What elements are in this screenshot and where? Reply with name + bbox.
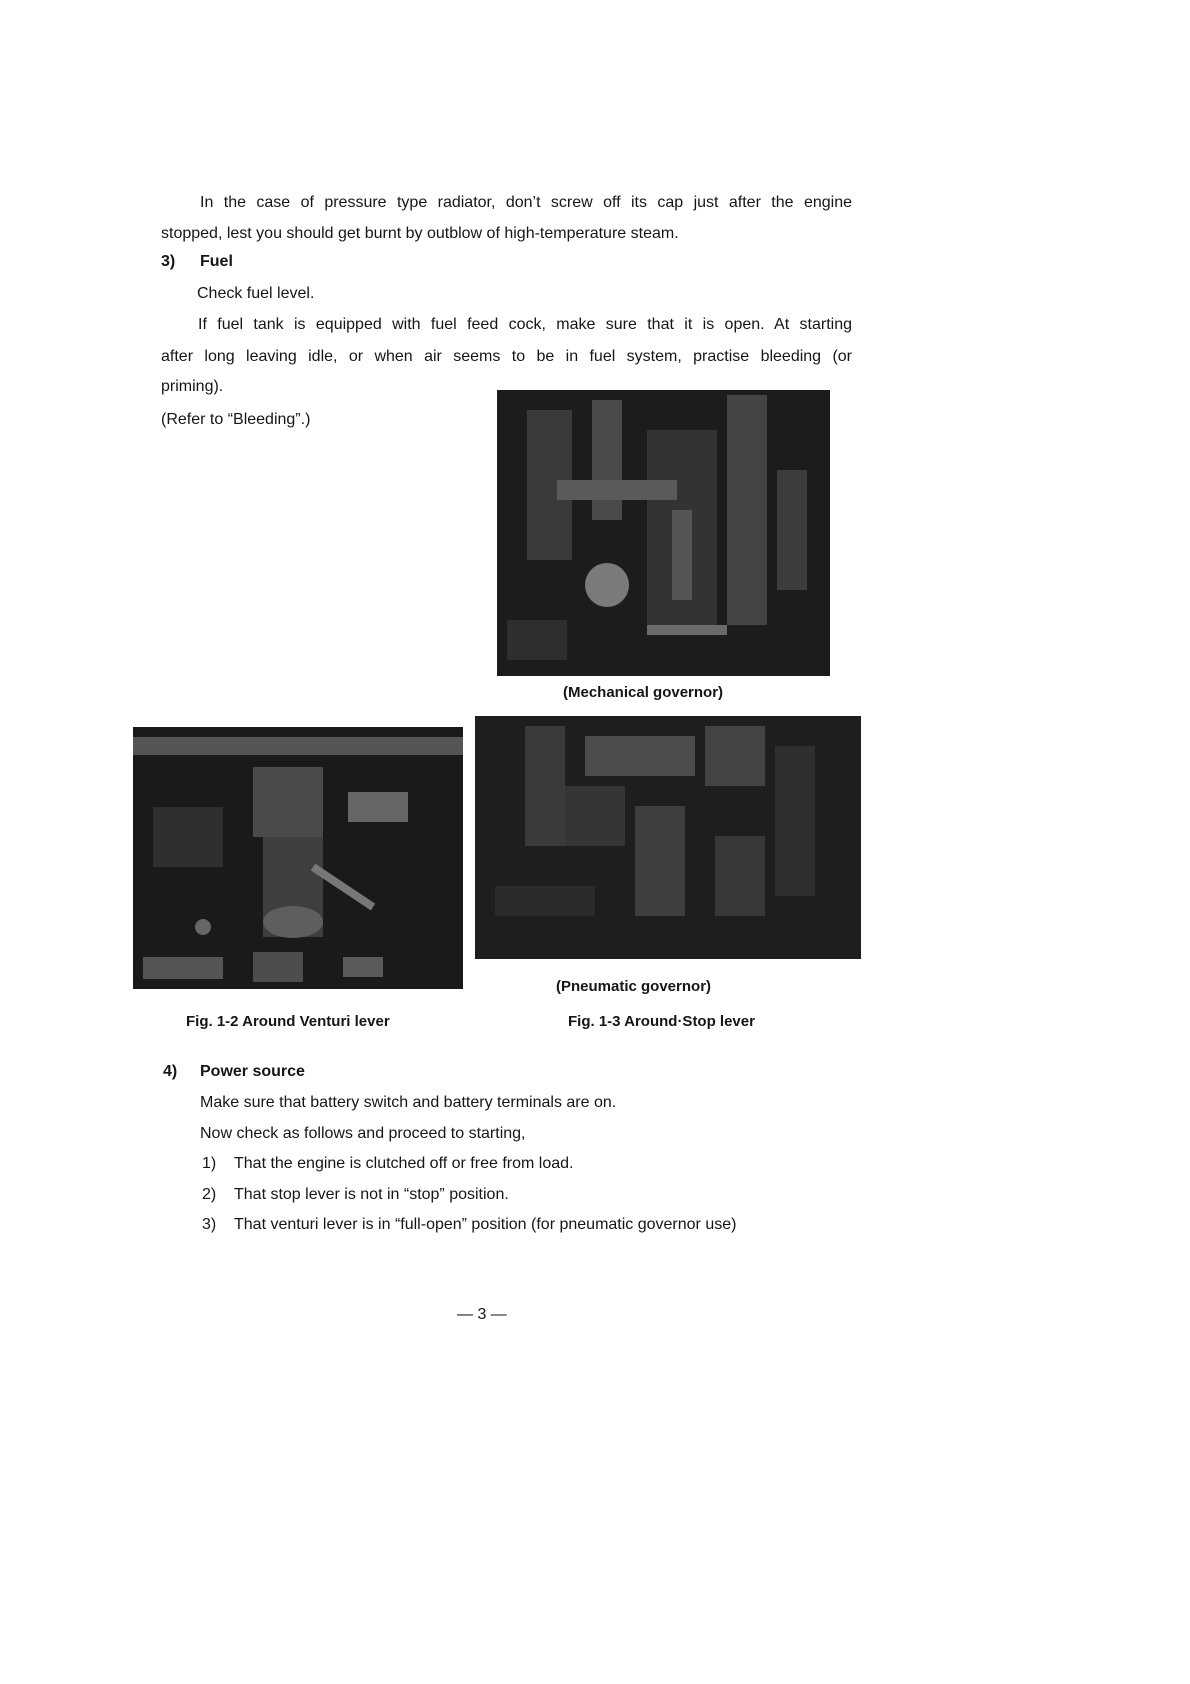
caption-pneumatic-governor: (Pneumatic governor) <box>556 978 712 995</box>
checklist-item-text: That stop lever is not in “stop” positio… <box>234 1186 509 1203</box>
checklist-item-text: That the engine is clutched off or free … <box>234 1155 574 1172</box>
checklist-item-number: 1) <box>202 1155 217 1172</box>
caption-mechanical-governor: (Mechanical governor) <box>563 684 724 701</box>
page-number: — 3 — <box>457 1306 507 1323</box>
power-source-line-2: Now check as follows and proceed to star… <box>200 1125 526 1142</box>
figure-1-3-caption: Fig. 1-3 Around·Stop lever <box>568 1013 755 1030</box>
checklist-item-text: That venturi lever is in “full-open” pos… <box>234 1216 737 1233</box>
fuel-paragraph-line-3: priming). <box>161 378 224 395</box>
section-3-number: 3) <box>161 253 176 270</box>
radiator-paragraph-line-1: In the case of pressure type radiator, d… <box>200 194 852 211</box>
radiator-paragraph-line-2: stopped, lest you should get burnt by ou… <box>161 225 679 242</box>
fuel-paragraph-line-2: after long leaving idle, or when air see… <box>161 348 852 365</box>
section-4-title: Power source <box>200 1063 305 1080</box>
section-4-number: 4) <box>163 1063 178 1080</box>
photo-venturi-lever <box>133 727 463 989</box>
fuel-paragraph-line-1: If fuel tank is equipped with fuel feed … <box>198 316 852 333</box>
photo-pneumatic-governor <box>475 716 861 959</box>
figure-1-2-caption: Fig. 1-2 Around Venturi lever <box>186 1013 390 1030</box>
fuel-check-line: Check fuel level. <box>197 285 315 302</box>
checklist-item-number: 3) <box>202 1216 217 1233</box>
power-source-line-1: Make sure that battery switch and batter… <box>200 1094 617 1111</box>
section-3-title: Fuel <box>200 253 233 270</box>
photo-mechanical-governor <box>497 390 830 676</box>
refer-bleeding-note: (Refer to “Bleeding”.) <box>161 411 311 428</box>
checklist-item-number: 2) <box>202 1186 217 1203</box>
